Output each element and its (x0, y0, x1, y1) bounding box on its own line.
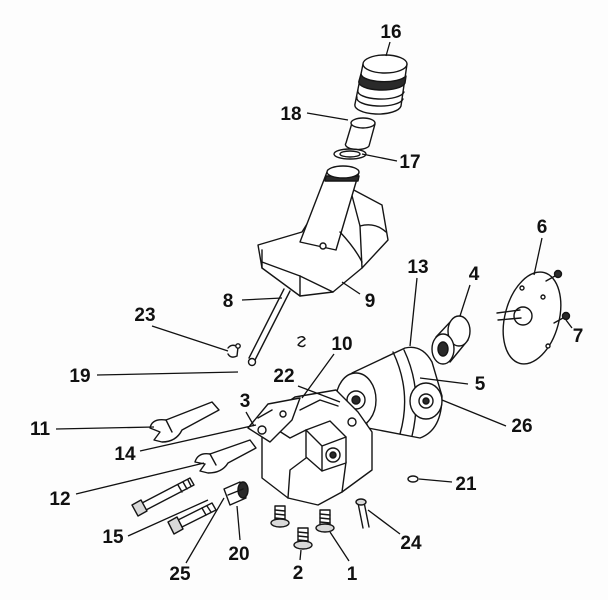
callout-19: 19 (69, 366, 90, 387)
part-8-drawing (247, 288, 291, 367)
callout-9: 9 (365, 291, 376, 312)
leader-line-21 (418, 478, 453, 483)
callout-18: 18 (280, 104, 301, 125)
callout-7: 7 (573, 326, 584, 347)
leader-line-8 (241, 297, 283, 301)
leader-line-10 (301, 353, 335, 399)
leader-line-26 (441, 399, 507, 427)
callout-5: 5 (475, 374, 486, 395)
part-2-drawing (270, 505, 313, 550)
part-21-drawing (407, 475, 419, 483)
leader-line-25 (185, 497, 225, 564)
leader-line-16 (385, 41, 391, 57)
part-23-drawing (227, 343, 241, 358)
callout-23: 23 (134, 305, 155, 326)
part-17-drawing (333, 148, 367, 160)
callout-13: 13 (407, 257, 428, 278)
callout-2: 2 (293, 563, 304, 584)
callout-1: 1 (347, 564, 358, 585)
part-7-drawing (545, 269, 571, 324)
callout-24: 24 (400, 533, 422, 554)
part-16-drawing (354, 54, 408, 115)
callout-labels: 16 18 17 6 13 4 8 9 7 23 10 19 22 5 3 26… (30, 22, 583, 585)
leader-line-20 (236, 505, 241, 541)
callout-15: 15 (102, 527, 124, 548)
leader-line-11 (55, 426, 155, 430)
leader-line-18 (306, 112, 349, 121)
part-1-drawing (315, 509, 335, 533)
callout-8: 8 (223, 291, 234, 312)
callout-17: 17 (399, 152, 420, 173)
part-3-drawing (247, 397, 301, 443)
part-9-drawing (257, 165, 389, 297)
part-6-drawing (496, 271, 562, 365)
leader-line-23 (151, 325, 229, 352)
callout-11: 11 (30, 419, 51, 440)
callout-22: 22 (273, 366, 294, 387)
callout-6: 6 (537, 217, 548, 238)
leader-line-12 (75, 462, 205, 495)
callout-20: 20 (228, 544, 249, 565)
part-11-drawing (149, 401, 220, 443)
leader-line-9 (341, 281, 361, 295)
leader-line-14 (139, 424, 257, 452)
part-15-drawing (131, 477, 217, 535)
leader-line-1 (329, 531, 350, 562)
part-24-drawing (355, 498, 370, 529)
part-12-drawing (194, 439, 257, 474)
callout-10: 10 (331, 334, 352, 355)
leader-line-17 (361, 153, 398, 162)
small-spring-drawing (297, 336, 306, 348)
leader-line-24 (367, 509, 401, 535)
leader-line-2 (299, 549, 302, 561)
leader-line-7 (565, 319, 573, 329)
leader-line-15 (127, 499, 209, 537)
part-26-drawing (409, 382, 443, 420)
leader-line-22 (297, 385, 341, 403)
leader-line-19 (96, 371, 239, 376)
leader-line-5 (419, 377, 469, 385)
callout-4: 4 (469, 264, 480, 285)
part-18-drawing (344, 117, 376, 151)
leader-line-6 (533, 237, 543, 276)
leader-line-4 (459, 284, 471, 317)
leader-lines (55, 41, 573, 564)
callout-12: 12 (49, 489, 70, 510)
callout-16: 16 (380, 22, 401, 43)
part-25-drawing (223, 481, 249, 506)
leader-line-3 (245, 411, 255, 427)
callout-3: 3 (240, 391, 251, 412)
part-4-drawing (431, 315, 471, 365)
callout-14: 14 (114, 444, 136, 465)
parts-artwork (131, 54, 571, 550)
callout-26: 26 (511, 416, 532, 437)
callout-21: 21 (455, 474, 477, 495)
callout-25: 25 (169, 564, 191, 585)
leader-line-13 (409, 277, 418, 347)
